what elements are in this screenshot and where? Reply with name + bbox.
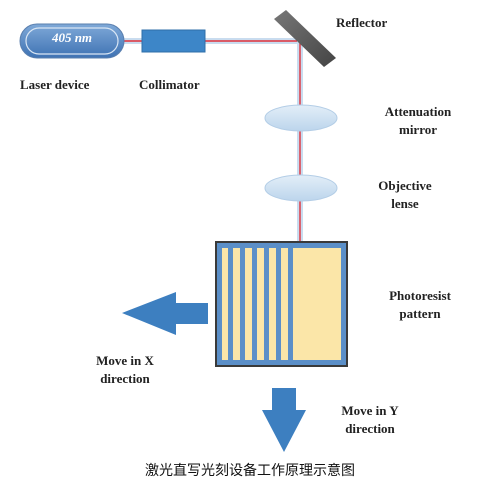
move-x-arrow [122,292,208,335]
reflector-mirror [274,10,336,67]
attenuation-mirror [264,104,338,132]
move-x-label-line1: Move in X [96,353,154,368]
laser-device [19,23,125,59]
objective-lens [264,174,338,202]
objective-label-line1: Objective [378,178,432,193]
objective-label-line2: lense [391,196,419,211]
vertical-beam [297,41,303,258]
collimator-label: Collimator [139,77,200,92]
photoresist-label-line1: Photoresist [389,288,451,303]
objective-label: Objective lense [360,177,450,213]
move-x-label: Move in X direction [75,352,175,388]
attenuation-label-line2: mirror [398,122,438,137]
laser-device-label: Laser device [20,77,90,92]
move-y-label-line1: Move in Y [341,403,399,418]
reflector-label: Reflector [336,15,388,30]
laser-wavelength: 405 nm [51,30,93,45]
collimator [141,29,206,53]
move-y-label: Move in Y direction [320,402,420,438]
photoresist-label-line2: pattern [399,306,441,321]
attenuation-label: Attenuation mirror [368,103,468,139]
photoresist-label: Photoresist pattern [370,287,470,323]
move-y-arrow [262,388,306,452]
photoresist-pattern [215,241,348,367]
figure-caption: 激光直写光刻设备工作原理示意图 [145,463,355,479]
move-x-label-line2: direction [100,371,150,386]
attenuation-label-line1: Attenuation [384,104,452,119]
move-y-label-line2: direction [345,421,395,436]
